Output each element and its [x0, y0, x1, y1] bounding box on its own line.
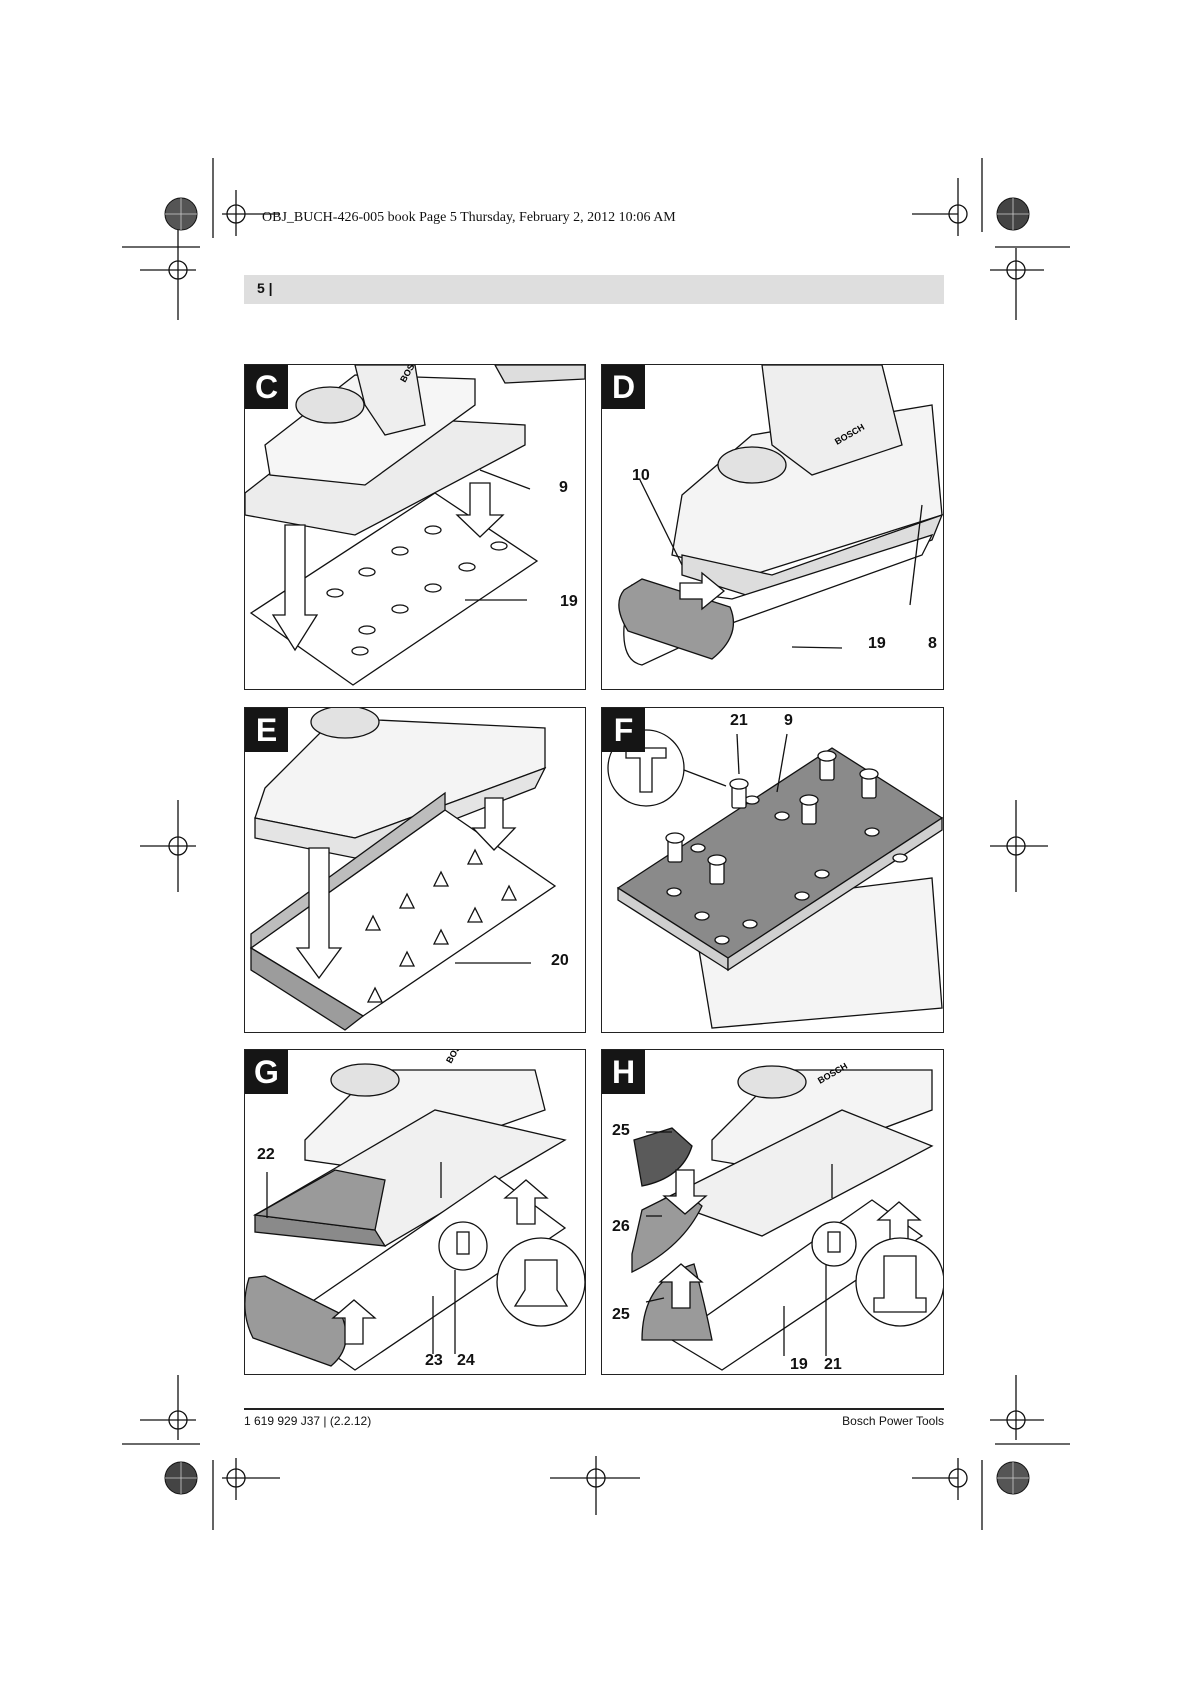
figure-letter: H: [602, 1050, 645, 1094]
callout-label: 19: [868, 635, 886, 652]
callout-label: 21: [730, 712, 748, 729]
callout-label: 19: [790, 1356, 808, 1373]
figure-letter: G: [245, 1050, 288, 1094]
callout-label: 25: [612, 1122, 630, 1139]
figure-letter: C: [245, 365, 288, 409]
figure-f-illustration: [607, 729, 943, 1029]
figure-c: BOSCH C 9 19: [244, 364, 586, 690]
callout-label: 9: [784, 712, 793, 729]
brand-mark: BOSCH: [444, 1050, 469, 1065]
figure-g: BOSCH G 22 23 24: [244, 1049, 586, 1375]
callout-label: 20: [551, 952, 569, 969]
figure-h: BOSCH H 25 26 25 19 21: [601, 1049, 944, 1375]
figure-e: E 20: [244, 707, 586, 1033]
footer-doc-code: 1 619 929 J37 | (2.2.12): [244, 1414, 372, 1428]
figure-letter: F: [602, 708, 645, 752]
figure-c-illustration: BOSCH: [245, 365, 585, 686]
figure-h-illustration: BOSCH: [631, 1061, 943, 1371]
figure-d: BOSCH D 10 19 8: [601, 364, 944, 690]
print-header-line: OBJ_BUCH-426-005 book Page 5 Thursday, F…: [262, 210, 676, 225]
callout-label: 10: [632, 467, 650, 484]
callout-label: 24: [457, 1352, 475, 1369]
figure-g-illustration: BOSCH: [245, 1050, 585, 1371]
figure-d-illustration: BOSCH: [618, 365, 943, 666]
page-number: 5 |: [257, 280, 273, 296]
callout-label: 25: [612, 1306, 630, 1323]
callout-label: 9: [559, 479, 568, 496]
figure-letter: E: [245, 708, 288, 752]
page-number-band: 5 |: [244, 275, 944, 304]
figure-letter: D: [602, 365, 645, 409]
callout-label: 21: [824, 1356, 842, 1373]
callout-label: 19: [560, 593, 578, 610]
callout-label: 26: [612, 1218, 630, 1235]
callout-label: 8: [928, 635, 937, 652]
footer-rule: [244, 1408, 944, 1410]
footer-brand: Bosch Power Tools: [842, 1414, 944, 1428]
figure-e-illustration: [249, 708, 557, 1031]
callout-label: 22: [257, 1146, 275, 1163]
figure-f: F 21 9: [601, 707, 944, 1033]
callout-label: 23: [425, 1352, 443, 1369]
